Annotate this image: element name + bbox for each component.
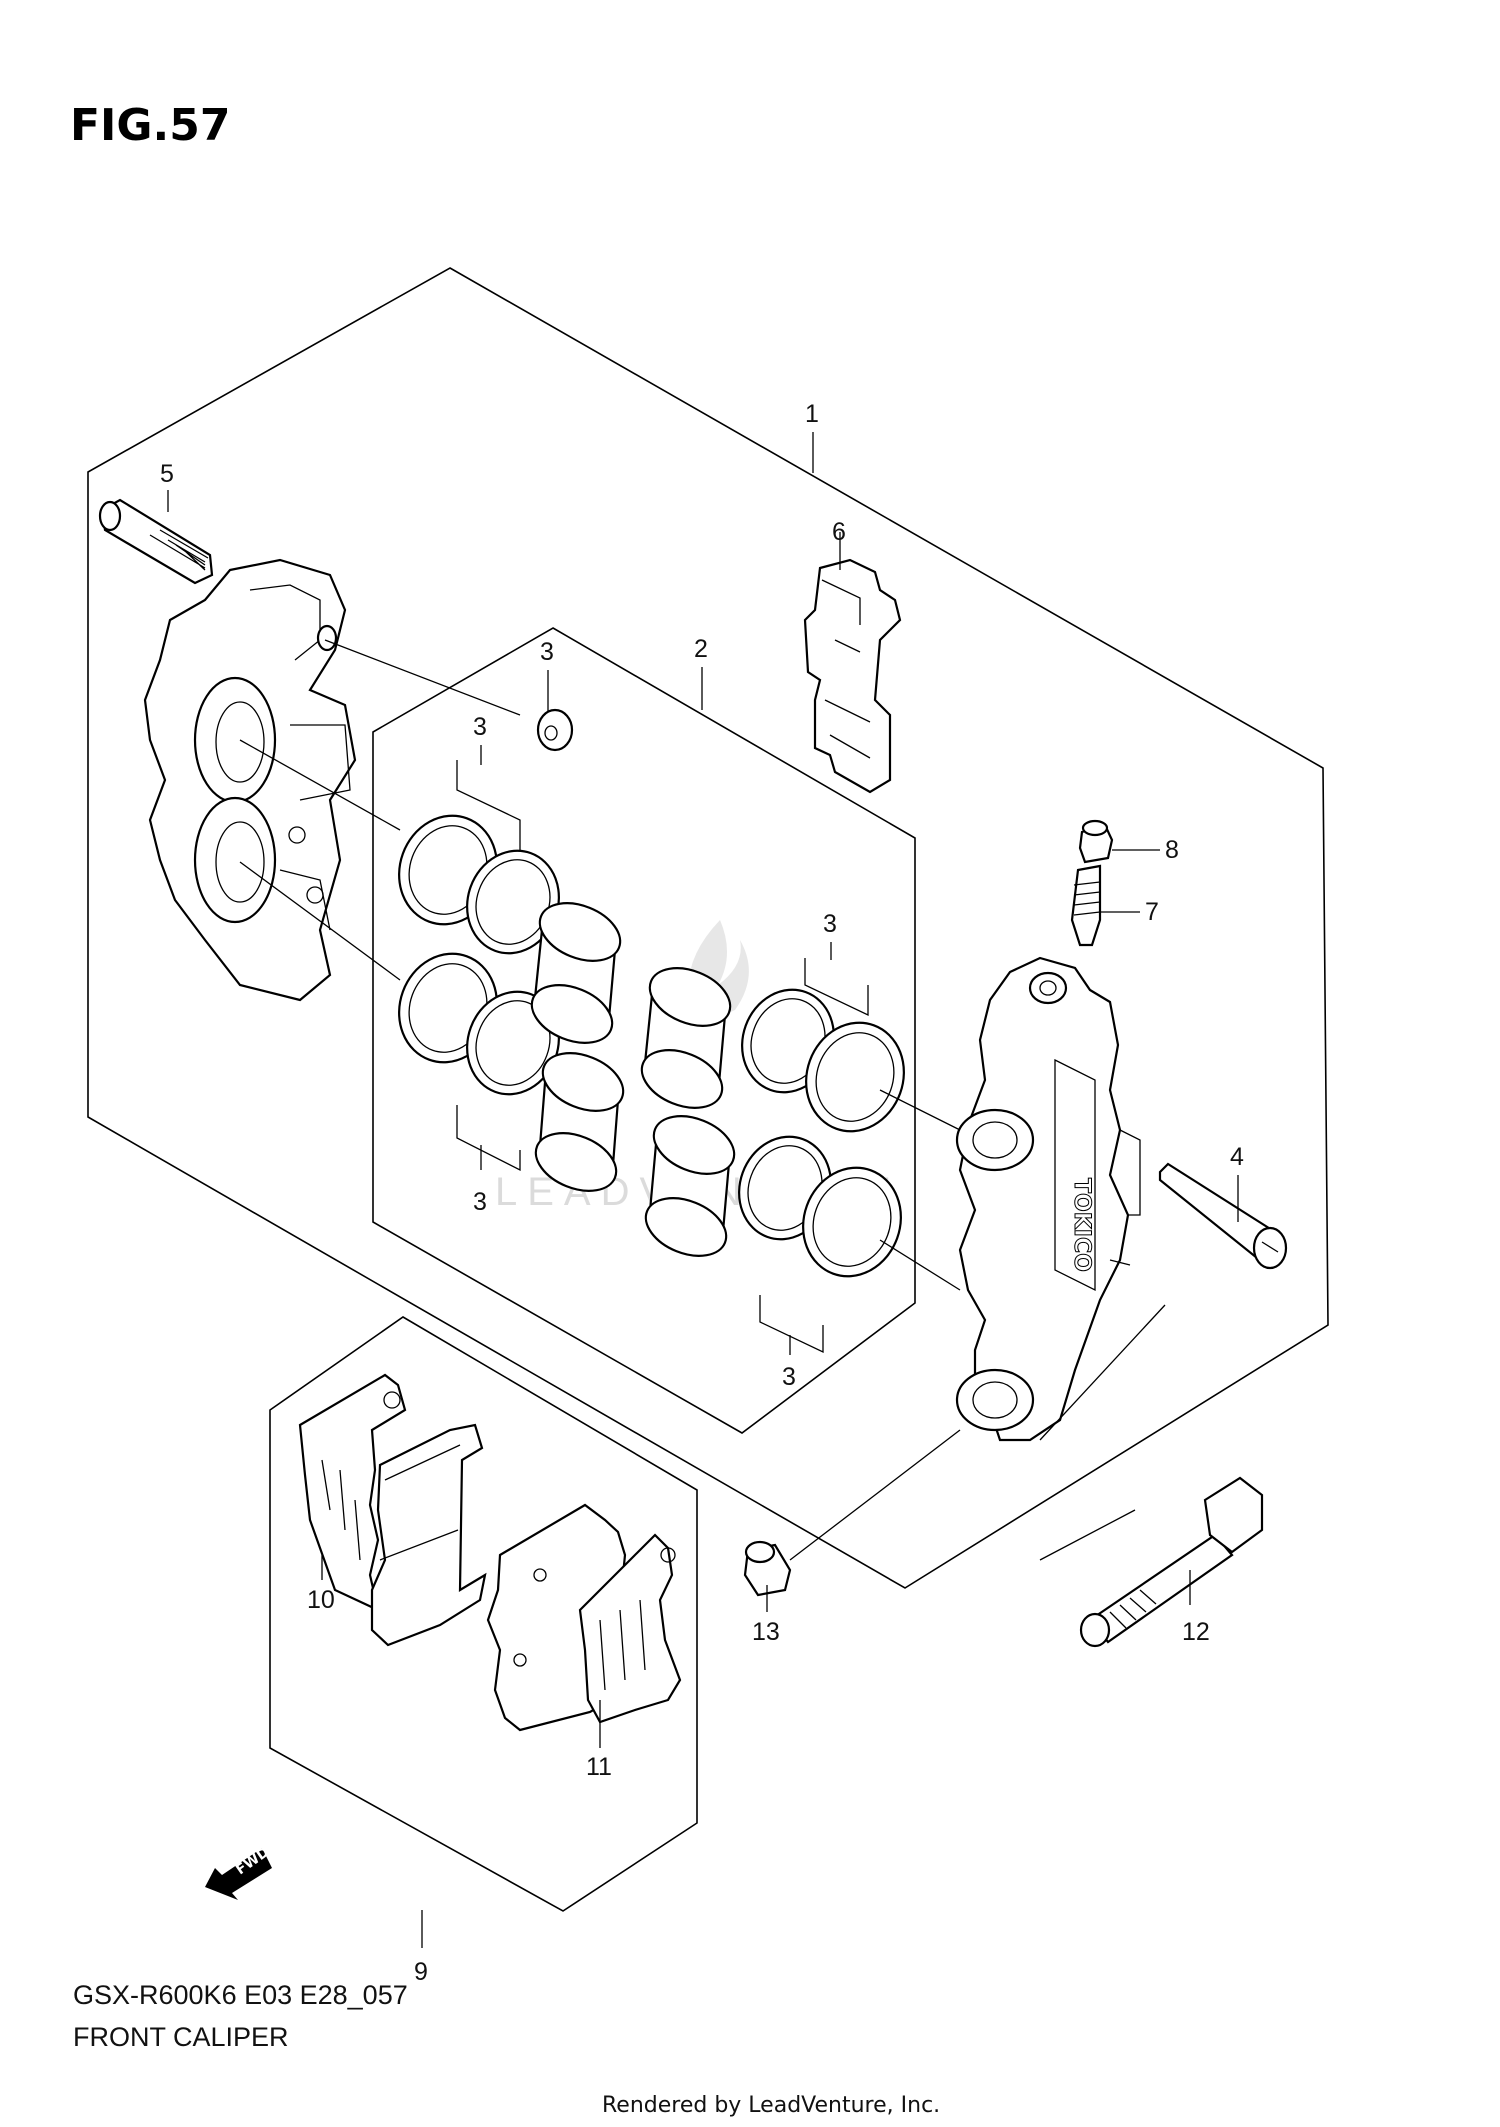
- bleeder-valve[interactable]: [1070, 864, 1102, 947]
- pad-shim-right[interactable]: [578, 1533, 682, 1724]
- callout-12: 12: [1182, 1618, 1210, 1646]
- model-code: GSX-R600K6 E03 E28_057: [73, 1980, 408, 2010]
- pad-shim-left[interactable]: [298, 1373, 407, 1612]
- leader-lines: [167, 432, 1239, 1948]
- piston-seal-set[interactable]: [384, 802, 919, 1290]
- caliper-pin-bolt[interactable]: [1158, 1162, 1288, 1270]
- callout-5: 5: [160, 460, 174, 488]
- callout-3-lower-left: 3: [473, 1188, 487, 1216]
- bleeder-cap[interactable]: [1078, 819, 1114, 864]
- caliper-washer[interactable]: [536, 708, 574, 752]
- callout-labels: 1 2 3 3 3 3 3 4 5 6 7 8 9 10 11 12 13: [160, 400, 1244, 1986]
- callout-3-upper-right: 3: [823, 910, 837, 938]
- callout-9: 9: [414, 1958, 428, 1986]
- diagram-title: FRONT CALIPER: [73, 2022, 289, 2052]
- caliper-sleeve[interactable]: [743, 1540, 792, 1597]
- left-caliper-half[interactable]: [143, 558, 357, 1002]
- pad-set-outline: [269, 1316, 698, 1912]
- callout-10: 10: [307, 1586, 335, 1614]
- piston-kit-outline: [372, 627, 916, 1434]
- callout-3-upper-left: 3: [473, 713, 487, 741]
- callout-13: 13: [752, 1618, 780, 1646]
- caliper-assembly-outline: [87, 267, 1329, 1589]
- seal-group-brackets: [456, 760, 869, 1354]
- callout-1: 1: [805, 400, 819, 428]
- figure-number: FIG.57: [70, 100, 231, 151]
- callout-3-washer: 3: [540, 638, 554, 666]
- callout-8: 8: [1165, 836, 1179, 864]
- mounting-bolt[interactable]: [1079, 1476, 1264, 1648]
- callout-4: 4: [1230, 1143, 1244, 1171]
- right-caliper-half[interactable]: TOKICO: [955, 956, 1141, 1442]
- caliper-pistons[interactable]: [523, 892, 742, 1267]
- callout-7: 7: [1145, 898, 1159, 926]
- pad-spring[interactable]: [803, 558, 902, 794]
- caliper-bolt[interactable]: [98, 498, 214, 585]
- footer-credit: Rendered by LeadVenture, Inc.: [602, 2093, 940, 2118]
- callout-3-lower-right: 3: [782, 1363, 796, 1391]
- forward-arrow-icon: FWD: [205, 1844, 272, 1900]
- brake-pad-left[interactable]: [370, 1423, 487, 1647]
- caliper-brand-text: TOKICO: [1069, 1178, 1094, 1272]
- callout-2: 2: [694, 635, 708, 663]
- callout-6: 6: [832, 518, 846, 546]
- callout-11: 11: [586, 1753, 612, 1781]
